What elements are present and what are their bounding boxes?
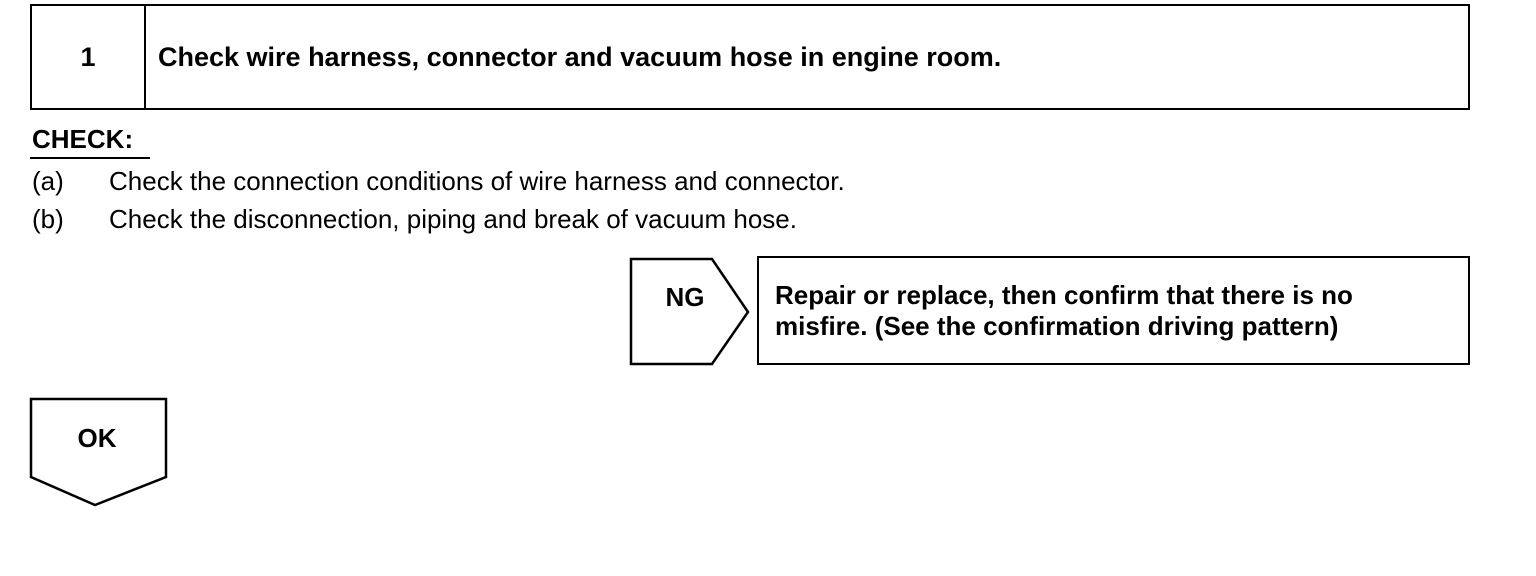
- step-number: 1: [32, 6, 146, 108]
- ok-arrow-shape: [29, 397, 168, 507]
- check-item-a: (a) Check the connection conditions of wi…: [32, 166, 845, 196]
- ok-label: OK: [77, 423, 117, 453]
- check-item-text: Check the disconnection, piping and brea…: [109, 204, 797, 234]
- check-item-b: (b) Check the disconnection, piping and b…: [32, 204, 797, 234]
- check-item-tag: (b): [32, 204, 64, 234]
- ng-result-text: Repair or replace, then confirm that the…: [775, 280, 1353, 342]
- check-heading-underline: [30, 157, 150, 159]
- step-header: 1 Check wire harness, connector and vacu…: [30, 4, 1470, 110]
- ng-arrow-shape: [629, 257, 750, 366]
- ng-result-box: Repair or replace, then confirm that the…: [757, 256, 1470, 365]
- ng-result-line-2: misfire. (See the confirmation driving p…: [775, 311, 1339, 341]
- ng-label: NG: [665, 282, 705, 312]
- check-item-text: Check the connection conditions of wire …: [109, 166, 845, 196]
- check-heading: CHECK:: [32, 124, 134, 154]
- check-item-tag: (a): [32, 166, 64, 196]
- step-title: Check wire harness, connector and vacuum…: [158, 41, 1002, 72]
- ng-result-line-1: Repair or replace, then confirm that the…: [775, 280, 1353, 310]
